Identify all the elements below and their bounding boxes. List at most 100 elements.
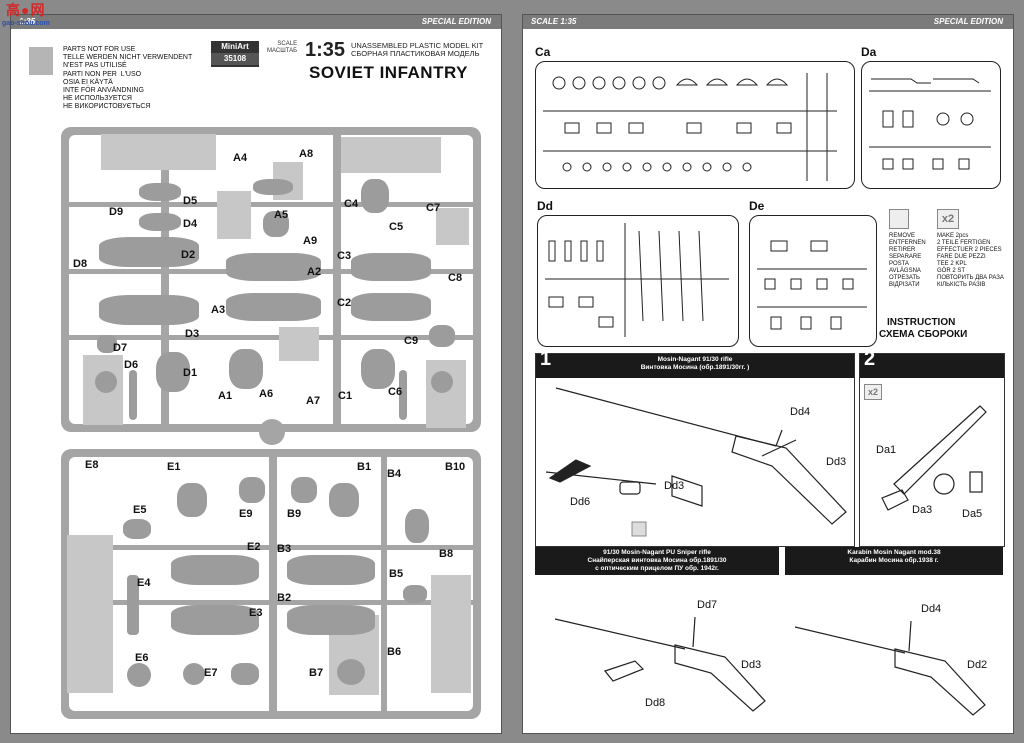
sprue-runner: [69, 600, 473, 605]
part-label-b8: B8: [439, 548, 454, 560]
step-2-header: 2 Soviet PPSh-41 Пистолет-пулемет Шпагин…: [860, 349, 1004, 419]
unused-part-area: [426, 360, 466, 428]
head-part: [337, 659, 365, 685]
part-label-a3: A3: [211, 304, 226, 316]
sprue-da-parts: [869, 78, 991, 170]
sprue-de: [749, 215, 877, 347]
step-4-title-ru: Карабин Мосина обр.1938 г.: [849, 557, 939, 564]
sprue-label-ca: Ca: [535, 45, 551, 59]
figure-part: [99, 237, 199, 267]
not-for-use-legend: PARTS NOT FOR USE TELLE WERDEN NICHT VER…: [63, 46, 193, 111]
step-1-diagram: [545, 387, 847, 537]
figure-part: [226, 293, 321, 321]
remove-icon: [889, 209, 909, 229]
hand-part: [403, 585, 427, 603]
step-2-title-ru: Пистолет-пулемет Шпагина ППШ-41: [902, 404, 962, 419]
unused-part-area: [436, 208, 469, 245]
part-label-c9: C9: [404, 335, 419, 347]
make-legend: MAKE 2pcs 2 TEILE FERTIGEN EFFECTUER 2 P…: [937, 233, 1004, 288]
torso-part: [229, 349, 263, 389]
sprue-da: [861, 61, 1001, 189]
sprue-runner: [69, 335, 473, 340]
part-label-c3: C3: [337, 250, 352, 262]
kit-title: SOVIET INFANTRY: [309, 63, 468, 82]
step-2: 2 Soviet PPSh-41 Пистолет-пулемет Шпагин…: [859, 349, 1005, 547]
head-part: [95, 371, 117, 393]
hand-part: [263, 211, 289, 237]
brand-box: MiniArt 35108: [211, 41, 259, 67]
unused-part-area: [67, 535, 113, 693]
part-label-e5: E5: [133, 504, 147, 516]
kit-type: UNASSEMBLED PLASTIC MODEL KIT СБОРНАЯ ПЛ…: [351, 41, 484, 58]
step-3-label-dd8: Dd8: [645, 697, 666, 709]
part-label-a4: A4: [233, 152, 248, 164]
part-label-a8: A8: [299, 148, 314, 160]
sprue-dd: [537, 215, 739, 347]
step-3-label-dd7: Dd7: [697, 599, 718, 611]
head-part: [291, 477, 317, 503]
figure-part: [171, 555, 259, 585]
sprue-divider: [381, 455, 387, 713]
part-label-a7: A7: [306, 395, 321, 407]
part-label-b2: B2: [277, 592, 292, 604]
part-label-b7: B7: [309, 667, 324, 679]
arm-part: [127, 575, 139, 635]
step-1-title: Mosin-Nagant 91/30 rifle: [657, 356, 733, 363]
part-label-c4: C4: [344, 198, 359, 210]
step-3-diagram: [554, 616, 766, 712]
make-two-icon: x2: [864, 384, 882, 400]
step-3-title: 91/30 Mosin-Nagant PU Sniper rifle: [603, 549, 711, 556]
step-1-label-dd3: Dd3: [826, 456, 847, 468]
part-label-b3: B3: [277, 543, 292, 555]
step-4-title: Karabin Mosin Nagant mod.38: [847, 549, 941, 556]
arm-part: [361, 179, 389, 213]
part-label-a9: A9: [303, 235, 318, 247]
arm-part: [405, 509, 429, 543]
part-label-d8: D8: [73, 258, 88, 270]
unused-part-area: [431, 575, 471, 693]
sprue-runner: [69, 202, 473, 207]
step-1-label-dd4: Dd4: [790, 406, 811, 418]
part-label-d3: D3: [185, 328, 200, 340]
left-page: 1:35 SPECIAL EDITION PARTS NOT FOR USE T…: [10, 14, 502, 734]
part-label-c6: C6: [388, 386, 403, 398]
step-4-diagram: [794, 620, 986, 716]
step-2-label-da5: Da5: [962, 508, 983, 520]
torso-part: [329, 483, 359, 517]
head-part: [429, 325, 455, 347]
part-label-d4: D4: [183, 218, 198, 230]
watermark-url: gao-shou.com: [2, 20, 50, 27]
part-label-e1: E1: [167, 461, 181, 473]
part-label-c1: C1: [338, 390, 353, 402]
step-3-header: 91/30 Mosin-Nagant PU Sniper rifle Снайп…: [535, 547, 779, 575]
torso-part: [156, 352, 190, 392]
hand-part: [231, 663, 259, 685]
step-3: 91/30 Mosin-Nagant PU Sniper rifle Снайп…: [535, 547, 779, 725]
figure-part: [226, 253, 321, 281]
figure-part: [287, 555, 375, 585]
step-4: Karabin Mosin Nagant mod.38 Карабин Моси…: [785, 547, 1003, 725]
part-label-a5: A5: [274, 209, 289, 221]
head-part: [127, 663, 151, 687]
brand-logo: MiniArt: [221, 42, 249, 51]
unused-part-area: [341, 137, 441, 173]
step-2-title: Soviet PPSh-41: [908, 380, 956, 387]
head-part: [183, 663, 205, 685]
step-1: 1 Mosin-Nagant 91/30 rifle Винтовка Моси…: [535, 349, 855, 547]
part-label-b5: B5: [389, 568, 404, 580]
step-2-diagram: [881, 405, 987, 511]
sprue-label-da: Da: [861, 45, 877, 59]
torso-part: [177, 483, 207, 517]
figure-part: [351, 253, 431, 281]
step-1-label-dd3b: Dd3: [664, 480, 685, 492]
scale-label: SCALE МАСШТАБ: [267, 41, 298, 54]
right-page: SCALE 1:35 SPECIAL EDITION Ca Da Dd: [522, 14, 1014, 734]
step-4-label-dd2: Dd2: [967, 659, 988, 671]
part-label-e8: E8: [85, 459, 99, 471]
instruction-title: INSTRUCTION: [887, 317, 956, 328]
step-4-header: Karabin Mosin Nagant mod.38 Карабин Моси…: [785, 547, 1003, 575]
scale-value: 1:35: [305, 39, 346, 61]
figure-part: [287, 605, 375, 635]
part-label-d5: D5: [183, 195, 198, 207]
pin-part: [129, 370, 137, 420]
